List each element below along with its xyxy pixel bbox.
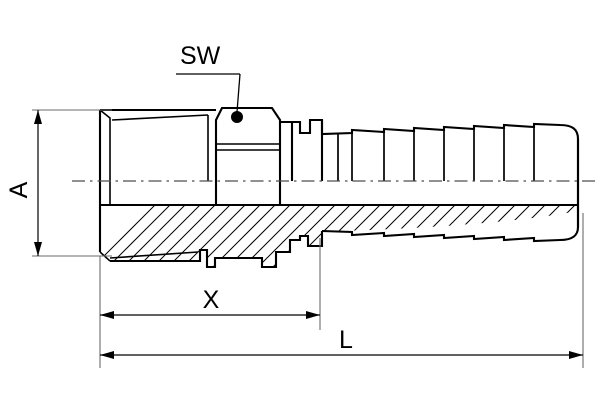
cone-inner-line-lower: [109, 251, 199, 259]
dimension-x-label: X: [203, 286, 220, 314]
left-chamfer: [99, 109, 111, 205]
dimension-a-label: A: [5, 181, 33, 198]
dim-l-arrow-left: [100, 351, 114, 359]
step-ring: [292, 118, 324, 181]
barb-top-profile: [320, 120, 580, 205]
sw-label: SW: [180, 42, 221, 70]
dim-l-arrow-right: [569, 351, 583, 359]
bore-profile: [110, 231, 324, 269]
dimension-x: X: [100, 286, 320, 319]
dim-a-arrow-bottom: [34, 242, 42, 256]
dim-a-arrow-top: [34, 110, 42, 124]
sw-leader-dot: [231, 111, 243, 123]
barb-bottom-profile: [321, 205, 580, 243]
cone-inner-line: [111, 114, 209, 121]
dimension-l-label: L: [339, 326, 353, 354]
fitting-upper-outline: [98, 106, 580, 207]
sw-leader-diagonal: [236, 73, 241, 113]
collar-segment: [280, 120, 294, 181]
dim-x-arrow-left: [100, 311, 114, 319]
dimension-l: L: [100, 326, 583, 359]
extension-lines: [32, 109, 584, 368]
dim-x-arrow-right: [306, 311, 320, 319]
dimension-a: A: [5, 110, 42, 256]
sw-callout: SW: [176, 42, 243, 123]
hex-nut-outline: [214, 106, 282, 207]
fitting-lower-outline: [98, 139, 580, 269]
barb-ticks-upper: [337, 125, 535, 181]
